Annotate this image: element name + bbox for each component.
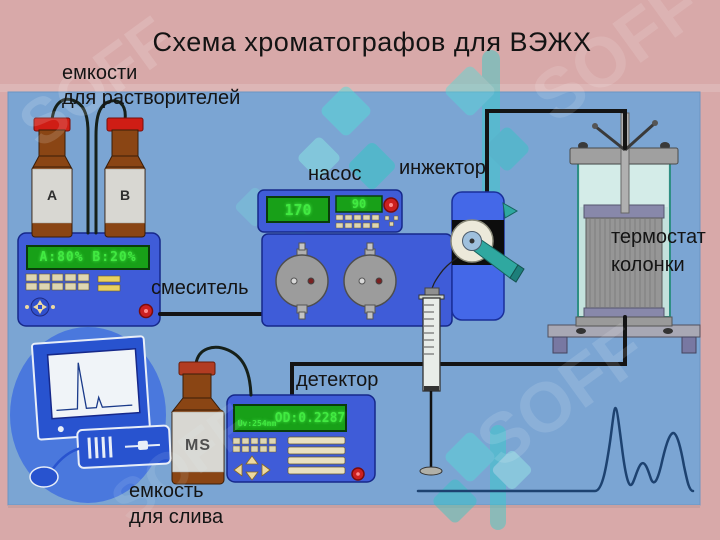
pump-unit — [257, 189, 453, 327]
bottle-b — [104, 117, 146, 238]
detector-keypad — [232, 437, 277, 453]
syringe — [418, 287, 445, 476]
label-pump: насос — [308, 163, 362, 185]
detector-wavelength-value: Uv:254nm — [237, 418, 277, 428]
slide-title: Схема хроматографов для ВЭЖХ — [152, 27, 592, 57]
mixer-display — [26, 245, 150, 270]
solvent-tubes — [50, 97, 127, 235]
tube-injector-to-column — [485, 109, 627, 194]
panel-top-highlight — [0, 84, 720, 92]
label-solvent-containers-line2: для растворителей — [62, 87, 241, 109]
bottle-b-letter: B — [119, 187, 131, 203]
pump-display-right-value: 90 — [351, 197, 367, 211]
monitor-chromatogram-trace — [56, 362, 133, 412]
mixer-keypad — [25, 273, 90, 291]
mixer-function-button-1 — [97, 275, 121, 283]
computer-tower — [76, 424, 172, 469]
computer-monitor — [30, 335, 152, 441]
hplc-column — [583, 204, 665, 318]
label-waste-line1: емкость — [129, 480, 204, 502]
computer — [10, 327, 172, 503]
tube-detector-to-waste — [194, 345, 253, 397]
pump-keypad — [335, 214, 399, 229]
bottle-a-letter: A — [46, 187, 58, 203]
computer-mouse — [29, 466, 59, 488]
detector-display — [233, 404, 347, 432]
label-injector: инжектор — [399, 157, 486, 179]
label-mixer: смеситель — [151, 277, 249, 299]
detector-unit — [226, 394, 376, 483]
tube-column-to-detector — [290, 315, 627, 398]
detector-menu-buttons — [287, 436, 346, 475]
label-detector: детектор — [296, 369, 379, 391]
label-solvent-containers-line1: емкости — [62, 62, 138, 84]
mixer-unit — [17, 232, 161, 327]
waste-bottle-letters: MS — [185, 437, 211, 454]
waste-bottle — [170, 361, 225, 485]
mixer-display-value: A:80% B:20% — [39, 250, 137, 265]
pump-display-left-value: 170 — [284, 200, 312, 219]
label-waste-line2: для слива — [129, 506, 224, 528]
label-thermostat-line2: колонки — [611, 254, 685, 276]
bottle-a — [31, 117, 73, 238]
chromatogram-trace — [416, 406, 695, 493]
mixer-control-pad — [25, 297, 55, 317]
pump-display-right — [335, 195, 383, 213]
panel-bottom-edge — [8, 505, 700, 508]
pump-head-right — [343, 242, 397, 320]
pump-display-left — [266, 196, 330, 223]
injector-valve-unit — [430, 191, 525, 321]
label-thermostat-line1: термостат — [611, 226, 706, 248]
watermark-logo-cluster-3 — [433, 425, 532, 530]
pump-head-left — [275, 242, 329, 320]
detector-arrow-pad — [233, 455, 271, 481]
mixer-function-button-2 — [97, 284, 121, 292]
detector-reading-value: OD:0.2287 — [274, 410, 346, 426]
